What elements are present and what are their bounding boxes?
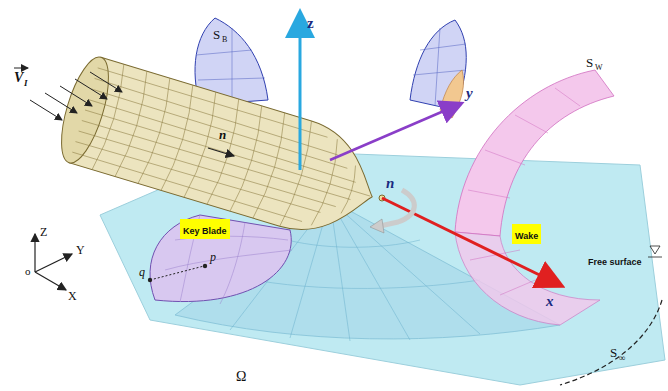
highlight-tag: Key Blade bbox=[180, 219, 230, 239]
tag-text: Wake bbox=[515, 231, 538, 241]
tag-text: Key Blade bbox=[183, 226, 227, 236]
axis-label: Z bbox=[40, 226, 47, 238]
velocity-label: V bbox=[14, 71, 23, 85]
axis-label: Y bbox=[76, 244, 85, 256]
surface-subscript: B bbox=[222, 36, 227, 44]
axis-label: y bbox=[466, 86, 473, 101]
surface-subscript: W bbox=[595, 64, 603, 72]
rotation-label: n bbox=[386, 176, 394, 191]
surface-label: S bbox=[586, 56, 593, 69]
surface-name: Free surface bbox=[588, 258, 642, 267]
surface-subscript: ∞ bbox=[619, 354, 625, 363]
point-label: p bbox=[210, 251, 216, 263]
point-label: q bbox=[139, 266, 145, 278]
domain-label: Ω bbox=[236, 370, 246, 384]
surface-label: S bbox=[610, 346, 617, 359]
highlight-tag: Wake bbox=[512, 224, 541, 244]
velocity-subscript: I bbox=[24, 79, 28, 88]
axis-label: z bbox=[307, 16, 314, 31]
surface-label: S bbox=[213, 28, 220, 41]
origin-label: o bbox=[25, 266, 31, 277]
normal-vector-label: n bbox=[219, 128, 226, 141]
axis-label: x bbox=[546, 294, 554, 309]
axis-label: X bbox=[68, 290, 77, 302]
